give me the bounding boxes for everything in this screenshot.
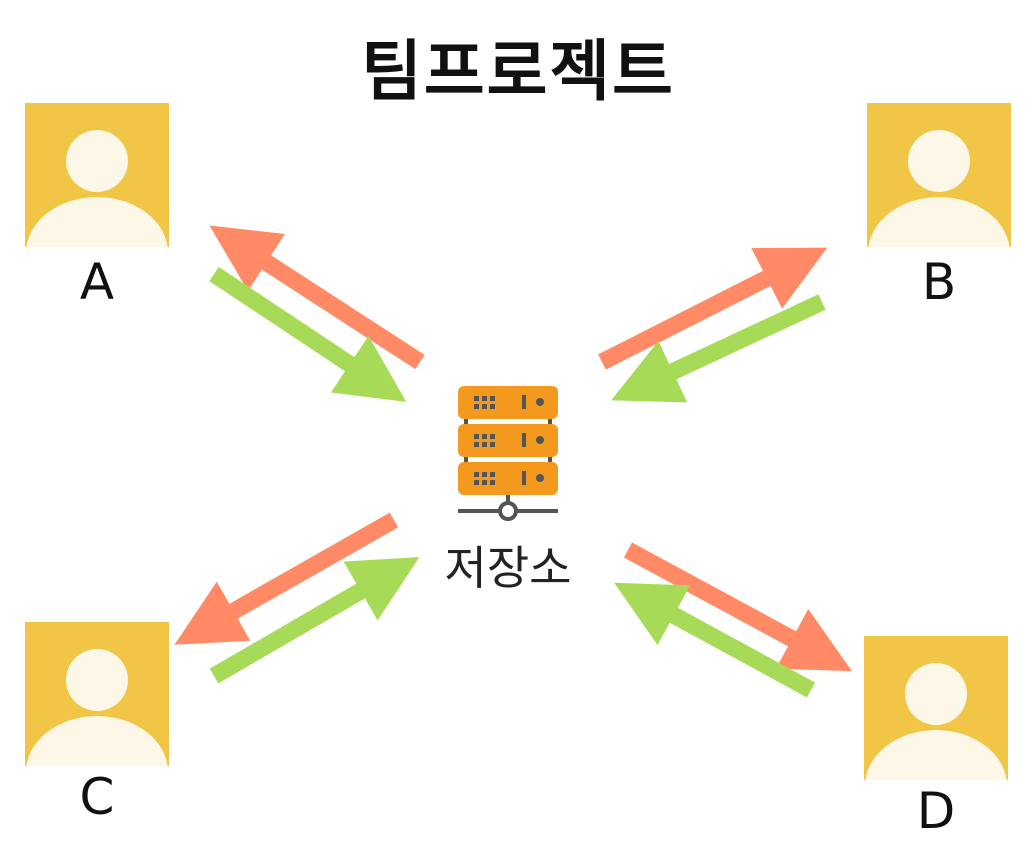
member-C-label: C: [79, 768, 115, 826]
server-rack-icon: [456, 384, 560, 528]
member-D-label: D: [916, 782, 956, 840]
arrow-to-C: [174, 512, 399, 645]
arrow-to-B: [598, 247, 828, 370]
arrow-from-D: [614, 582, 816, 698]
member-A-label: A: [79, 253, 115, 311]
member-A-avatar-icon: [25, 103, 169, 247]
arrow-from-C: [209, 556, 420, 684]
member-C-avatar-icon: [25, 622, 169, 766]
storage-label: 저장소: [444, 541, 572, 595]
arrow-to-D: [623, 542, 852, 672]
arrow-from-B: [611, 294, 826, 403]
diagram-title: 팀프로젝트: [361, 33, 675, 110]
member-B-avatar-icon: [867, 103, 1011, 247]
member-D-avatar-icon: [864, 636, 1008, 780]
member-B-label: B: [921, 253, 957, 311]
arrow-from-A: [209, 266, 407, 402]
